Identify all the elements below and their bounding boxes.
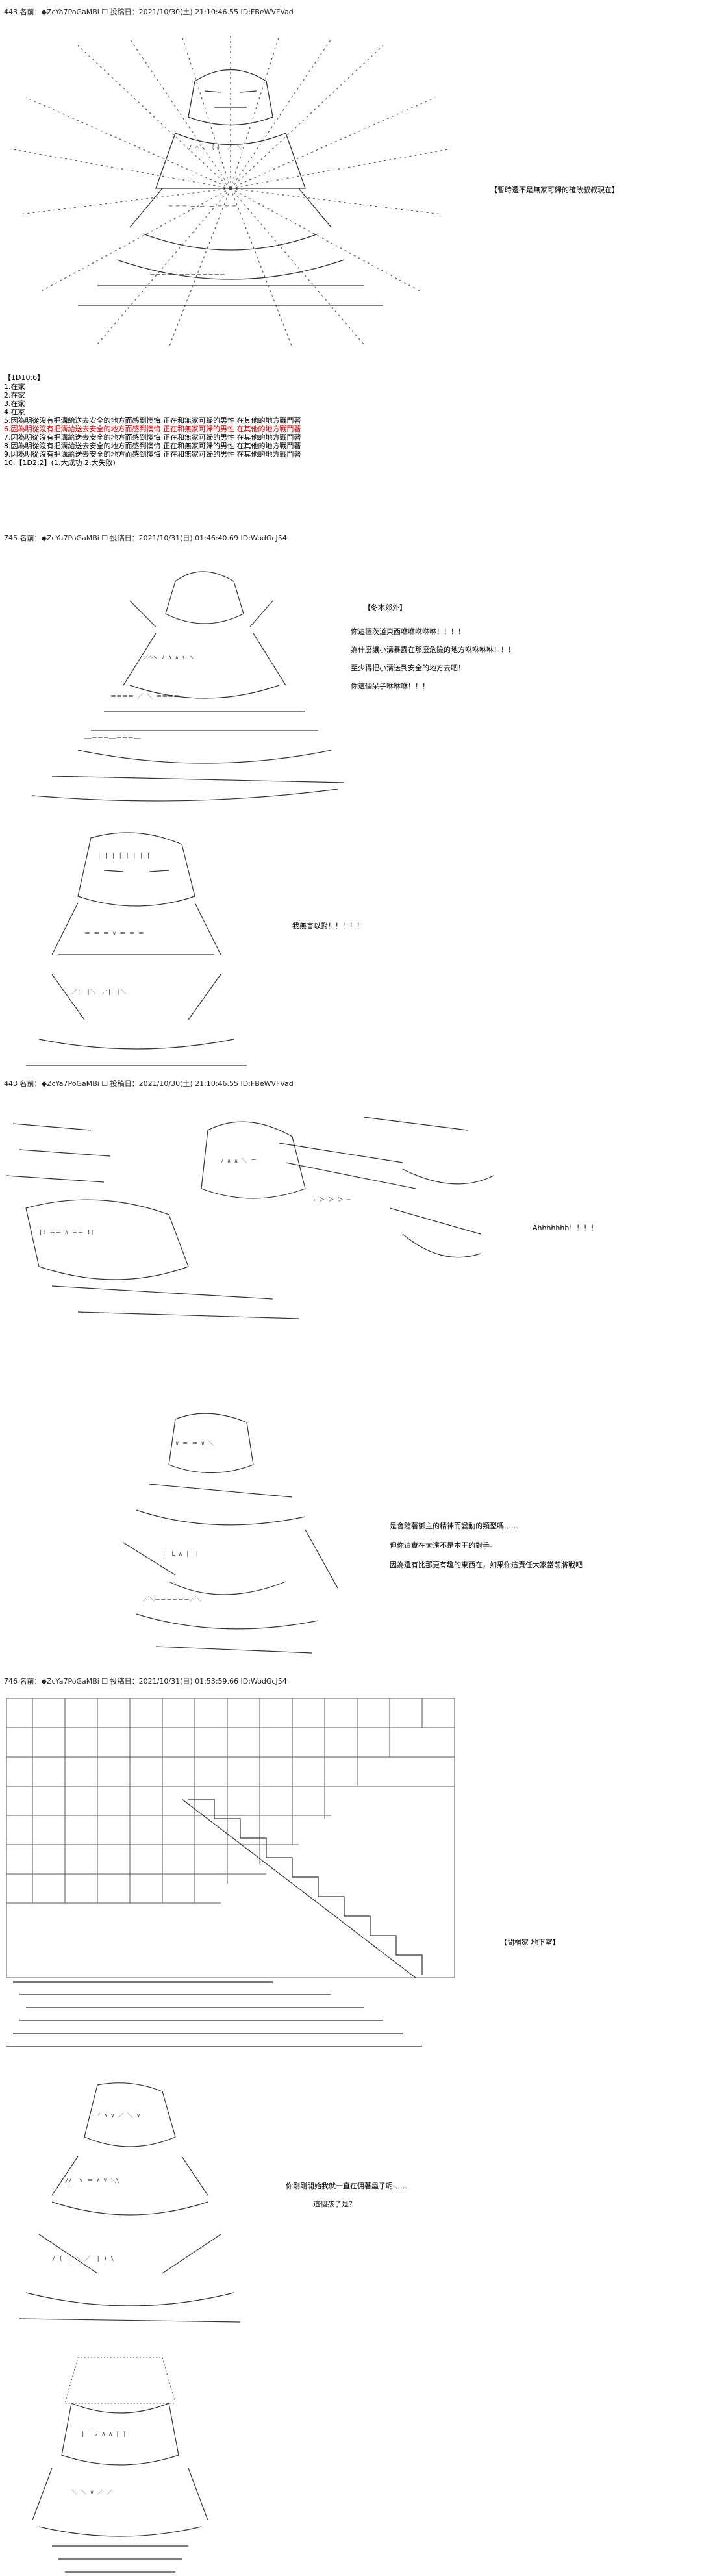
- post-3-dialogue: 是會隨著御主的精神而變動的類型嗎…… 但你這實在太遠不是本王的對手。 因為還有比…: [390, 1521, 583, 1570]
- dialogue-line-4: 你這個呆子咻咻咻！！！: [351, 682, 429, 690]
- svg-text:ﾄ ｲ ∧ ∨ ／ ＼ ∨: ﾄ ｲ ∧ ∨ ／ ＼ ∨: [91, 2112, 140, 2119]
- svg-text:─ ─ ─ ＝ ＝ ＝ ─ ─ ─: ─ ─ ─ ＝ ＝ ＝ ─ ─ ─: [168, 203, 236, 210]
- post-2-dialogue: 你這個茨道東西咻咻咻咻咻！！！！ 為什麼讓小溝暴露在那麼危險的地方咻咻咻咻！！！…: [351, 627, 515, 691]
- svg-text:| | ﾉ ∧ ∧ | |: | | ﾉ ∧ ∧ | |: [81, 2431, 127, 2438]
- post-4-ascii-art-basement: [6, 1689, 474, 2052]
- svg-text:// ヽ ＝ ∧ ｿ ＼\: // ヽ ＝ ∧ ｿ ＼\: [65, 2177, 119, 2184]
- vote-line-1: 1.在家: [4, 383, 25, 391]
- post-4-caption: 【間桐家 地下室】: [500, 1938, 560, 1947]
- vote-line-9: 9.因為明從沒有把溝給送去安全的地方而感到懊悔 正在和無家可歸的男性 在其他的地…: [4, 450, 301, 459]
- svg-text:/ ( | ＼ ／ | ) \: / ( | ＼ ／ | ) \: [52, 2255, 114, 2262]
- svg-text:| | | | | | | |: | | | | | | | |: [97, 853, 150, 859]
- svg-text:→ ＞ ＞ ＞ ─: → ＞ ＞ ＞ ─: [312, 1197, 351, 1204]
- post-2-ascii-art-character: | | | | | | | | ＝ ＝ ＝ ∨ ＝ ＝ ＝ ／| |＼ ／| |…: [13, 825, 260, 1072]
- dialogue-line-1: 你剛剛開始我就一直在佣著蟲子呢……: [286, 2182, 407, 2190]
- svg-text:∨ ＝ ＝ ∨ ＼: ∨ ＝ ＝ ∨ ＼: [175, 1440, 214, 1447]
- svg-text:ﾉ ∧ ∧ ＼ ＝: ﾉ ∧ ∧ ＼ ＝: [221, 1157, 257, 1165]
- dialogue-line-2: 為什麼讓小溝暴露在那麼危險的地方咻咻咻咻！！！: [351, 646, 515, 654]
- svg-text:/ ⌒＼ ｛ ｝ ／ ＼: / ⌒＼ ｛ ｝ ／ ＼: [188, 144, 242, 151]
- vote-line-4: 4.在家: [4, 408, 25, 416]
- post-3-scream: Ahhhhhhh！！！！: [533, 1224, 598, 1232]
- post-4-ascii-art-child: | | ﾉ ∧ ∧ | | ＼ ＼ ∨ ／ ／: [13, 2351, 227, 2575]
- post-1-header: 443 名前：◆ZcYa7PoGaMBi ☐ 投稿日：2021/10/30(土)…: [4, 8, 294, 16]
- svg-text:／⌒ヽ ﾉ ∧ ∧ ｲ ヽ: ／⌒ヽ ﾉ ∧ ∧ ｲ ヽ: [143, 654, 194, 661]
- vote-line-5: 5.因為明從沒有把溝給送去安全的地方而感到懊悔 正在和無家可歸的男性 在其他的地…: [4, 416, 301, 425]
- post-2-reply: 我無言以對！！！！！: [292, 922, 364, 930]
- post-1-ascii-art-sunburst: / ⌒＼ ｛ ｝ ／ ＼ ─ ─ ─ ＝ ＝ ＝ ─ ─ ─ ＝＝＝＝＝＝＝＝＝…: [0, 19, 455, 347]
- svg-text:＝＝＝＝＝＝＝＝＝＝＝＝＝: ＝＝＝＝＝＝＝＝＝＝＝＝＝: [149, 271, 225, 278]
- post-4-dialogue: 你剛剛開始我就一直在佣著蟲子呢…… 這個孩子是？: [286, 2181, 407, 2209]
- dialogue-line-1: 你這個茨道東西咻咻咻咻咻！！！！: [351, 627, 465, 636]
- vote-line-7: 7.因為明從沒有把溝給送去安全的地方而感到懊悔 正在和無家可歸的男性 在其他的地…: [4, 433, 301, 442]
- post-4-ascii-art-old-man: ﾄ ｲ ∧ ∨ ／ ＼ ∨ // ヽ ＝ ∧ ｿ ＼\ / ( | ＼ ／ | …: [13, 2078, 247, 2329]
- post-4-header: 746 名前：◆ZcYa7PoGaMBi ☐ 投稿日：2021/10/31(日)…: [4, 1677, 287, 1686]
- vote-line-2: 2.在家: [4, 391, 25, 399]
- post-3-ascii-art-king: ∨ ＝ ＝ ∨ ＼ | L ∧ | | ／＼＝＝＝＝＝＝／＼: [97, 1406, 370, 1663]
- dialogue-line-2: 這個孩子是？: [313, 2200, 356, 2208]
- post-2-header: 745 名前：◆ZcYa7PoGaMBi ☐ 投稿日：2021/10/31(日)…: [4, 534, 287, 542]
- svg-text:──＝＝＝──＝＝＝──: ──＝＝＝──＝＝＝──: [84, 736, 141, 742]
- vote-line-8: 8.因為明從沒有把溝給送去安全的地方而感到懊悔 正在和無家可歸的男性 在其他的地…: [4, 442, 301, 450]
- svg-text:／＼＝＝＝＝＝＝／＼: ／＼＝＝＝＝＝＝／＼: [143, 1596, 201, 1603]
- post-1-votes-title: 【1D10:6】: [4, 373, 45, 382]
- svg-text:＝ ＝ ＝ ∨ ＝ ＝ ＝: ＝ ＝ ＝ ∨ ＝ ＝ ＝: [84, 931, 144, 937]
- svg-text:／| |＼ ／| |＼: ／| |＼ ／| |＼: [71, 989, 127, 996]
- post-2-caption: 【冬木郊外】: [364, 603, 407, 612]
- vote-line-6-selected: 6.因為明從沒有把溝給送去安全的地方而感到懊悔 正在和無家可歸的男性 在其他的地…: [4, 425, 301, 433]
- post-1-vote-list: 1.在家 2.在家 3.在家 4.在家 5.因為明從沒有把溝給送去安全的地方而感…: [4, 383, 301, 467]
- dialogue-line-1: 是會隨著御主的精神而變動的類型嗎……: [390, 1522, 518, 1530]
- dialogue-line-2: 但你這實在太遠不是本王的對手。: [390, 1541, 497, 1550]
- svg-text:| L ∧ | |: | L ∧ | |: [162, 1551, 199, 1558]
- svg-text:＼ ＼ ∨ ／ ／: ＼ ＼ ∨ ／ ／: [71, 2489, 112, 2496]
- svg-text:＝＝＝＝ ／ ＼ ＝＝＝＝: ＝＝＝＝ ／ ＼ ＝＝＝＝: [110, 693, 179, 700]
- dialogue-line-3: 因為還有比那更有趣的東西在，如果你這責任大家當前將戰吧: [390, 1561, 583, 1569]
- vote-line-10: 10.【1D2:2】(1.大成功 2.大失敗): [4, 459, 116, 467]
- post-3-ascii-art-battle: |! ＝＝ ∧ ＝＝ !| ﾉ ∧ ∧ ＼ ＝ → ＞ ＞ ＞ ─: [0, 1104, 507, 1328]
- post-3-header: 443 名前：◆ZcYa7PoGaMBi ☐ 投稿日：2021/10/30(土)…: [4, 1080, 294, 1088]
- post-2-ascii-art-scene: ／⌒ヽ ﾉ ∧ ∧ ｲ ヽ ＝＝＝＝ ／ ＼ ＝＝＝＝ ──＝＝＝──＝＝＝──: [26, 555, 351, 805]
- svg-text:|! ＝＝ ∧ ＝＝ !|: |! ＝＝ ∧ ＝＝ !|: [39, 1230, 94, 1236]
- vote-line-3: 3.在家: [4, 399, 25, 408]
- dialogue-line-3: 至少得把小溝送到安全的地方去吧！: [351, 664, 465, 672]
- post-1-caption: 【暫時還不是無家可歸的確改叔叔現在】: [490, 186, 619, 194]
